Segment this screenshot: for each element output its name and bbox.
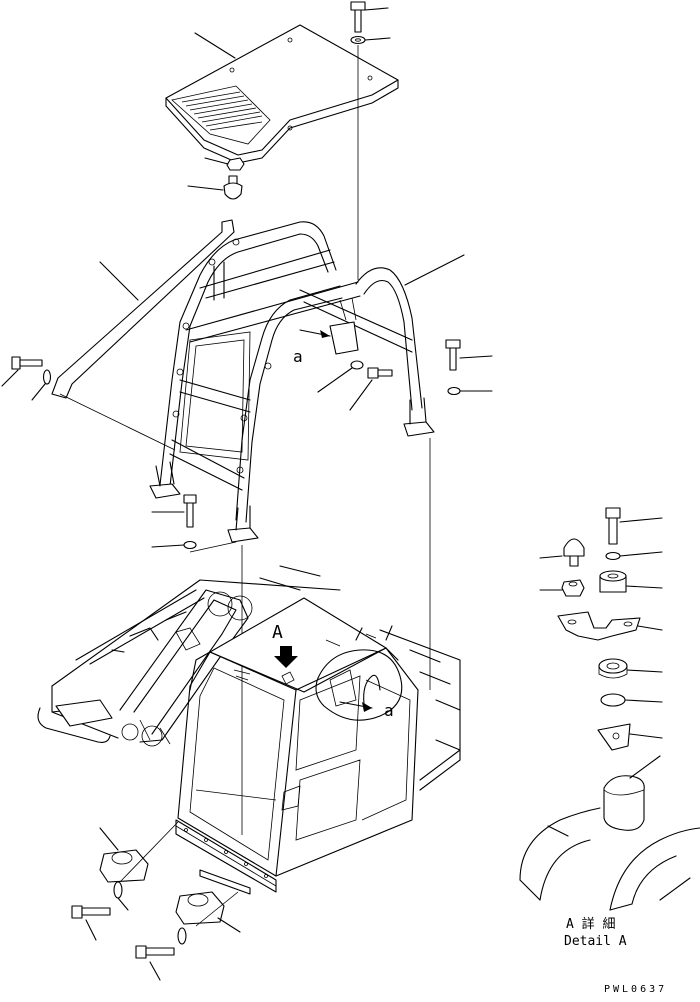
frame-bolt-left: [151, 494, 197, 528]
detail-ring: [598, 658, 663, 679]
detail-a-panel: A 詳 細 Detail A: [519, 507, 700, 949]
diagonal-brace: [51, 219, 235, 399]
roof-grip-pattern: [181, 91, 263, 131]
frame-bolt-right: [445, 339, 493, 371]
detail-bolt: [605, 507, 663, 545]
mount-washer-2: [177, 927, 187, 945]
cab-mount-right: [175, 891, 241, 933]
roof-cushion: [187, 175, 243, 200]
detail-washer-1: [605, 551, 663, 561]
frame-washer-left: [151, 540, 197, 550]
rops-bracket: [172, 238, 272, 474]
detail-bubble-a: a: [315, 649, 403, 721]
boom-bracket: [119, 589, 253, 747]
mount-washer-1: [113, 881, 129, 911]
roof-washer: [350, 35, 391, 45]
detail-bushing: [599, 570, 663, 593]
skirt-holes: [184, 828, 268, 878]
roof-nut: [204, 157, 245, 171]
detail-marker-a2: a: [384, 701, 394, 720]
roof-bolt: [350, 1, 389, 33]
brace-bolt: [1, 356, 43, 387]
detail-cover: [603, 755, 661, 831]
arrow-a-upper: a: [293, 329, 331, 366]
detail-bracket: [557, 611, 663, 641]
detail-marker-a: a: [293, 347, 303, 366]
mount-bolt-2: [135, 945, 175, 981]
frame-washer-mid: [317, 360, 364, 393]
cab-mount-left: [99, 827, 149, 883]
detail-cushion: [539, 538, 585, 567]
revolving-frame: [37, 565, 461, 791]
rops-frame: [149, 221, 465, 543]
frame-bolt-mid: [349, 367, 393, 411]
drawing-code: PWL0637: [604, 984, 667, 995]
view-marker-a: A: [272, 622, 283, 643]
detail-title-en: Detail A: [564, 934, 627, 949]
mount-bolt-1: [71, 905, 111, 941]
detail-plate-triangle: [597, 723, 663, 751]
detail-title-jp: A 詳 細: [566, 916, 615, 932]
brace-washer: [31, 369, 52, 401]
frame-washer-right: [447, 386, 493, 396]
detail-nut: [539, 579, 585, 597]
detail-plate-round: [600, 693, 663, 707]
roof-plate: [165, 24, 399, 164]
view-arrow-a: A: [272, 622, 298, 685]
operator-cab: [175, 597, 419, 895]
